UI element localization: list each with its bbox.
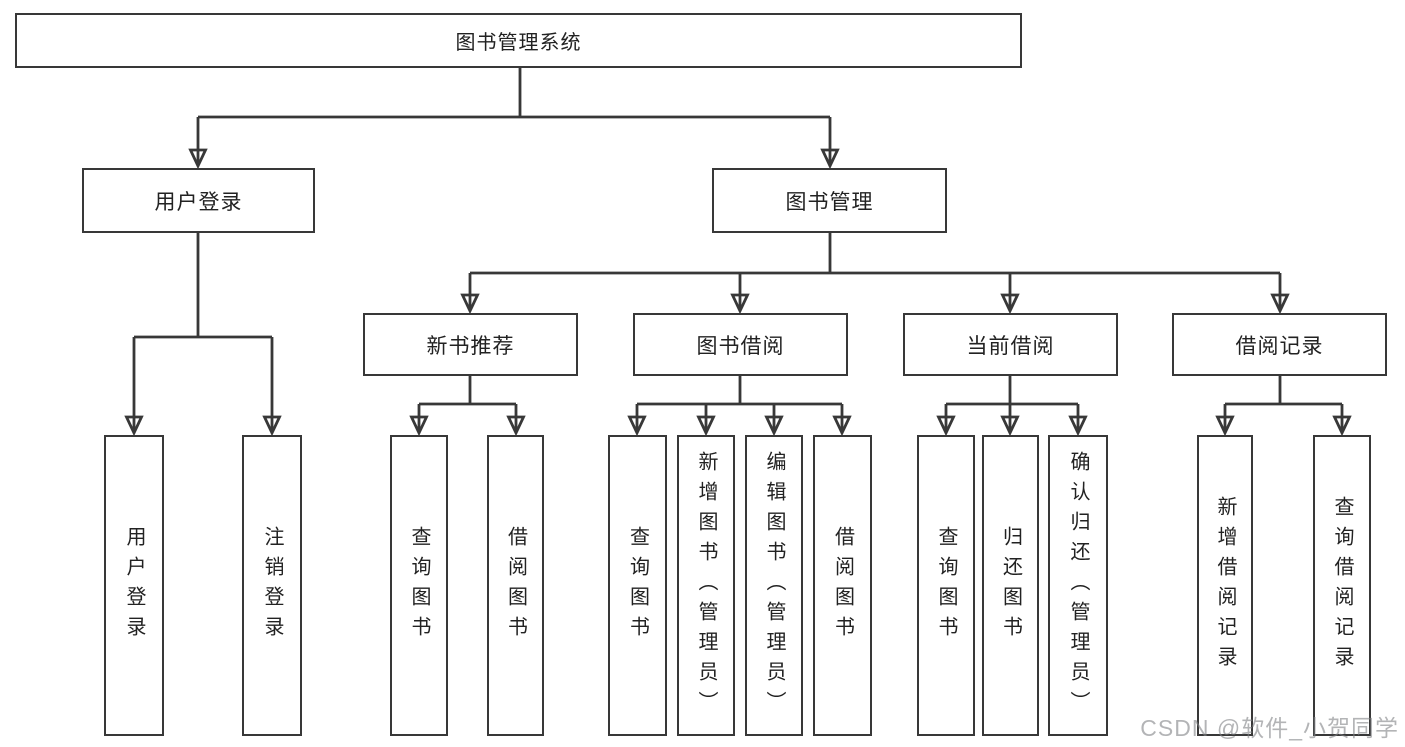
connector-root-to-branches <box>188 68 840 170</box>
node-book-borrow-label: 图书借阅 <box>696 334 785 358</box>
node-new-book-recommend: 新书推荐 <box>363 313 578 376</box>
leaf-logout-label: 注销登录 <box>261 525 283 646</box>
node-user-login: 用户登录 <box>82 168 315 233</box>
leaf-query-books-borrow: 查询图书 <box>608 435 667 736</box>
leaf-edit-books-admin: 编辑图书（管理员） <box>745 435 803 736</box>
node-book-borrow: 图书借阅 <box>633 313 848 376</box>
leaf-query-borrow-record: 查询借阅记录 <box>1313 435 1371 736</box>
connector-current-borrow-children <box>936 376 1088 437</box>
leaf-user-login: 用户登录 <box>104 435 164 736</box>
connector-book-mgmt-to-sections <box>460 233 1290 315</box>
connector-new-book-rec-children <box>409 376 526 437</box>
node-current-borrow-label: 当前借阅 <box>966 334 1055 358</box>
node-new-book-recommend-label: 新书推荐 <box>426 334 515 358</box>
leaf-borrow-books: 借阅图书 <box>813 435 872 736</box>
leaf-add-books-admin-label: 新增图书（管理员） <box>695 450 717 721</box>
leaf-query-books-current: 查询图书 <box>917 435 975 736</box>
node-user-login-label: 用户登录 <box>154 190 243 214</box>
connector-book-borrow-children <box>627 376 852 437</box>
node-book-management-label: 图书管理 <box>785 190 874 214</box>
leaf-confirm-return-admin: 确认归还（管理员） <box>1048 435 1108 736</box>
node-library-system: 图书管理系统 <box>15 13 1022 68</box>
node-borrow-records: 借阅记录 <box>1172 313 1387 376</box>
leaf-query-borrow-record-label: 查询借阅记录 <box>1331 495 1353 676</box>
connector-user-login-children <box>124 233 282 437</box>
node-library-system-label: 图书管理系统 <box>455 32 582 54</box>
connector-borrow-records-children <box>1215 376 1352 437</box>
leaf-borrow-books-recommend-label: 借阅图书 <box>504 525 527 646</box>
leaf-add-borrow-record-label: 新增借阅记录 <box>1214 495 1236 676</box>
node-borrow-records-label: 借阅记录 <box>1235 334 1324 358</box>
leaf-add-borrow-record: 新增借阅记录 <box>1197 435 1253 736</box>
leaf-return-books-label: 归还图书 <box>999 525 1022 646</box>
leaf-confirm-return-admin-label: 确认归还（管理员） <box>1067 450 1089 721</box>
csdn-watermark: CSDN @软件_小贺同学 <box>1140 715 1399 741</box>
leaf-add-books-admin: 新增图书（管理员） <box>677 435 735 736</box>
leaf-borrow-books-recommend: 借阅图书 <box>487 435 544 736</box>
leaf-borrow-books-label: 借阅图书 <box>831 525 854 646</box>
node-book-management: 图书管理 <box>712 168 947 233</box>
leaf-query-books-current-label: 查询图书 <box>935 525 957 646</box>
leaf-logout: 注销登录 <box>242 435 302 736</box>
leaf-user-login-label: 用户登录 <box>123 525 145 646</box>
leaf-edit-books-admin-label: 编辑图书（管理员） <box>763 450 785 721</box>
leaf-query-books-recommend-label: 查询图书 <box>408 525 430 646</box>
leaf-query-books-recommend: 查询图书 <box>390 435 448 736</box>
leaf-return-books: 归还图书 <box>982 435 1039 736</box>
leaf-query-books-borrow-label: 查询图书 <box>626 525 649 646</box>
node-current-borrow: 当前借阅 <box>903 313 1118 376</box>
